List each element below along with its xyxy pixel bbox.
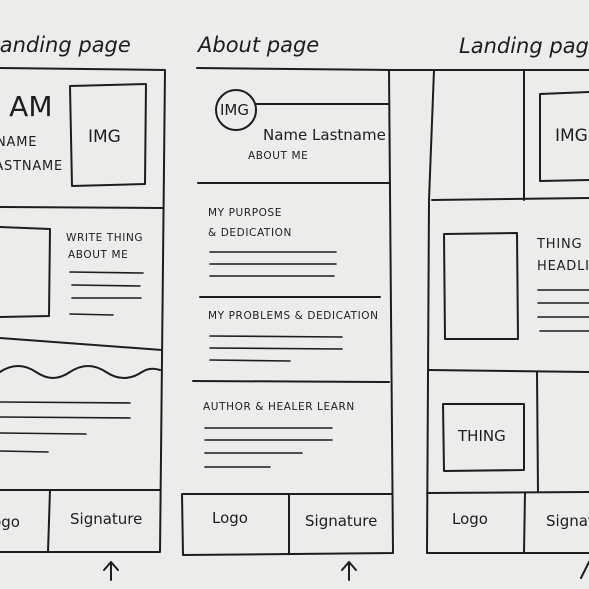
text-placeholder-lines [204,427,333,468]
section-heading: AUTHOR & HEALER LEARN [203,401,355,413]
text-placeholder-lines [537,289,589,332]
section-heading-line1: WRITE THING [66,232,143,244]
wireframe-title: About page [196,33,319,57]
frame-outline [0,67,166,553]
hero-text-line1: I AM [0,90,52,123]
footer-split [47,489,51,553]
divider [0,337,163,351]
footer-logo: Logo [0,513,20,531]
text-placeholder-lines [209,335,343,362]
header-subtitle: ABOUT ME [248,150,308,162]
footer-logo: Logo [212,509,248,527]
wireframe-about: About page IMG Name Lastname ABOUT ME MY… [181,33,394,581]
wireframe-title: Landing page [0,33,131,57]
avatar-circle [215,89,257,131]
section-heading-line1: THING [536,237,582,252]
frame-outline [181,67,394,556]
arrow-up-icon [341,561,357,581]
section-heading: MY PROBLEMS & DEDICATION [208,310,379,322]
hero-image-label: IMG [88,127,121,147]
section-heading-line1: MY PURPOSE [208,207,282,219]
wireframe-landing-left: Landing page I AM NAME LASTNAME IMG WRIT… [0,33,166,581]
hero-image-box [69,83,147,187]
section-image-box [443,232,519,340]
wireframe-title: Landing page [459,34,589,58]
footer-divider [426,491,589,494]
footer-signature: Signature [305,512,377,530]
divider [427,369,589,373]
thing-label: THING [457,427,506,445]
frame-outline [426,69,589,554]
arrow-icon [580,561,589,579]
avatar-label: IMG [220,101,249,119]
hero-image-box [539,91,589,182]
header-name: Name Lastname [263,126,386,144]
text-placeholder-lines [69,271,144,316]
divider [0,206,163,209]
divider [192,380,390,383]
hero-image-label: IMG [555,126,588,146]
section-heading-line2: HEADLINE [537,259,589,274]
arrow-up-icon [103,561,119,581]
section-split [536,371,539,493]
text-placeholder-lines [0,401,131,453]
footer-split [523,492,526,554]
section-image-box [0,226,51,318]
divider [431,197,589,201]
footer-logo: Logo [452,510,488,528]
hero-text-line2: NAME [0,135,37,150]
wireframe-landing-right: Landing page IMG THING HEADLINE THING Lo… [388,34,589,579]
text-placeholder-lines [209,251,337,277]
section-heading-line2: & DEDICATION [208,227,292,239]
hero-text-line3: LASTNAME [0,159,63,174]
section-heading-line2: ABOUT ME [68,249,128,261]
footer-signature: Signature [70,510,142,528]
wavy-divider [0,365,161,379]
thing-box [442,403,525,472]
footer-signature: Signature [546,512,589,530]
